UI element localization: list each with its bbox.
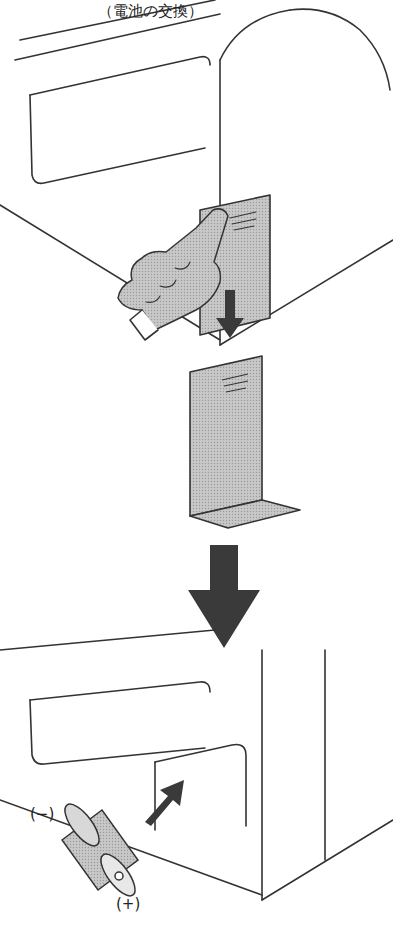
diagram-title: （電池の交換）	[98, 3, 203, 20]
polarity-label: (−)	[30, 806, 54, 823]
polarity-label: (+)	[116, 896, 140, 913]
